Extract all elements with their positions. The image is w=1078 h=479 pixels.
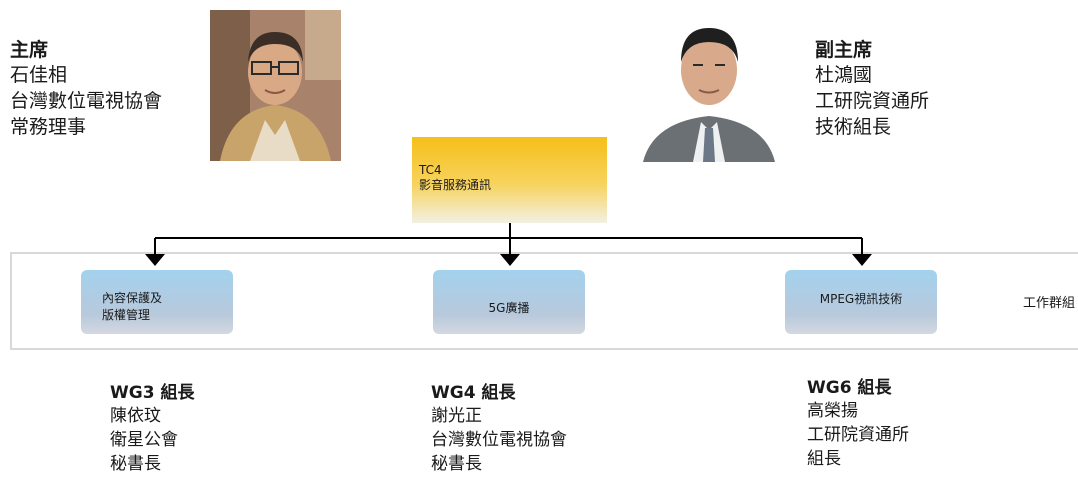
vice-chair-info: 副主席 杜鴻國 工研院資通所 技術組長 <box>815 38 929 140</box>
group-label: 工作群組 <box>1023 296 1076 311</box>
wg3-leader-role: WG3 組長 <box>110 383 195 403</box>
wg4-box: 5G廣播 <box>433 270 585 334</box>
wg4-leader-name: 謝光正 <box>431 406 482 426</box>
vice-chair-name: 杜鴻國 <box>815 64 873 86</box>
wg3-leader-name: 陳依玟 <box>110 406 161 426</box>
tc-code: TC4 <box>419 163 442 177</box>
wg3-leader-org: 衛星公會 <box>110 430 178 450</box>
wg4-leader: WG4 組長 謝光正 台灣數位電視協會 秘書長 <box>431 382 567 476</box>
arrowhead-wg3 <box>145 254 165 266</box>
arrowhead-wg4 <box>500 254 520 266</box>
wg6-leader-title: 組長 <box>807 449 841 469</box>
wg3-box-line1: 內容保護及 <box>102 291 163 305</box>
wg6-box-line1: MPEG視訊技術 <box>819 292 903 306</box>
wg3-leader-title: 秘書長 <box>110 454 161 474</box>
tc-box: TC4 影音服務通訊 <box>412 137 607 223</box>
wg3-box: 內容保護及 版權管理 <box>81 270 233 334</box>
chair-org: 台灣數位電視協會 <box>10 90 163 112</box>
wg4-box-line1: 5G廣播 <box>488 301 530 315</box>
chair-name: 石佳相 <box>10 64 68 86</box>
wg4-leader-title: 秘書長 <box>431 454 482 474</box>
arrowhead-wg6 <box>852 254 872 266</box>
chair-info: 主席 石佳相 台灣數位電視協會 常務理事 <box>10 38 162 140</box>
wg6-leader-org: 工研院資通所 <box>807 425 909 445</box>
wg3-box-line2: 版權管理 <box>102 308 151 322</box>
vice-chair-photo <box>643 10 775 162</box>
vice-chair-role: 副主席 <box>815 39 873 61</box>
wg6-leader-name: 高榮揚 <box>807 401 858 421</box>
chair-photo <box>210 10 341 161</box>
wg6-leader: WG6 組長 高榮揚 工研院資通所 組長 <box>807 377 909 471</box>
chair-title: 常務理事 <box>10 116 87 138</box>
chair-role: 主席 <box>10 39 49 61</box>
vice-chair-title: 技術組長 <box>815 116 892 138</box>
wg4-leader-org: 台灣數位電視協會 <box>431 430 567 450</box>
wg4-leader-role: WG4 組長 <box>431 383 516 403</box>
working-group-frame <box>10 252 1078 350</box>
tc-name: 影音服務通訊 <box>419 178 492 192</box>
wg6-box: MPEG視訊技術 <box>785 270 937 334</box>
vice-chair-org: 工研院資通所 <box>815 90 930 112</box>
wg6-leader-role: WG6 組長 <box>807 378 892 398</box>
wg3-leader: WG3 組長 陳依玟 衛星公會 秘書長 <box>110 382 194 476</box>
